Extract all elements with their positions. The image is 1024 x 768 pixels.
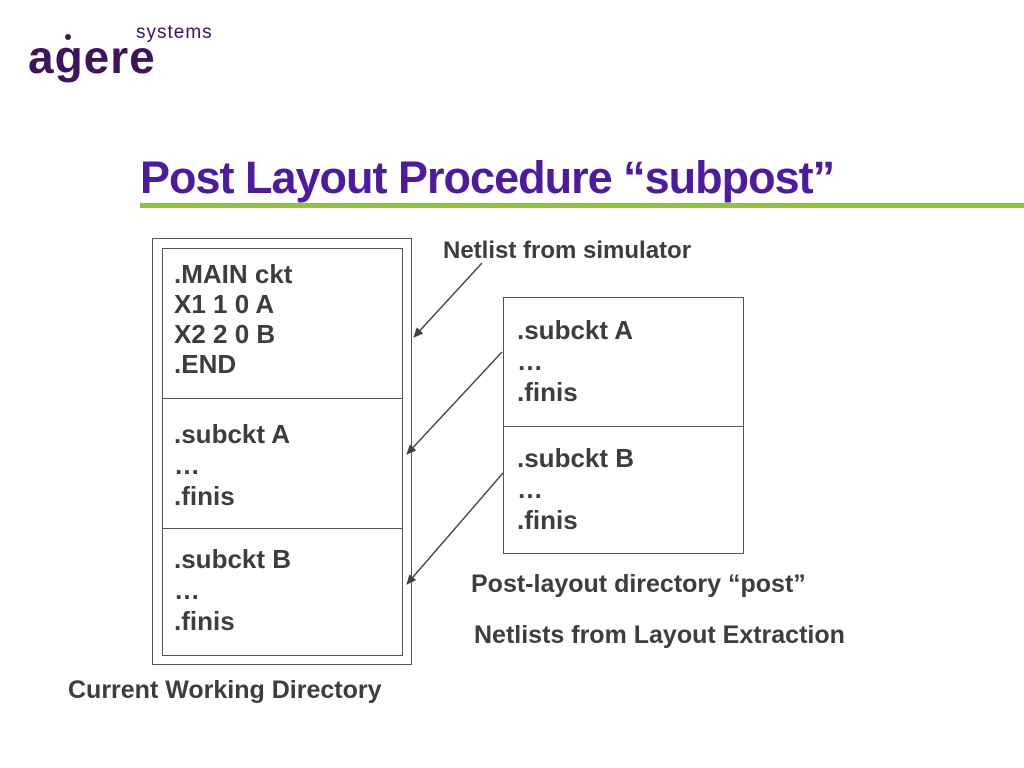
agere-systems-logo: agere systems [28, 18, 248, 128]
code-line: .finis [174, 481, 235, 511]
code-line: … [174, 575, 200, 605]
code-line: … [517, 474, 543, 504]
code-line: .finis [174, 606, 235, 636]
label-post-layout-directory: Post-layout directory “post” [471, 570, 806, 598]
logo-wordmark: agere [28, 31, 156, 83]
code-line: .MAIN ckt [174, 259, 293, 289]
main-circuit-section: .MAIN ckt X1 1 0 A X2 2 0 B .END [163, 249, 402, 399]
code-line: .finis [517, 505, 578, 535]
code-line: .finis [517, 377, 578, 407]
logo-g-dot-icon [65, 34, 71, 40]
arrow-subckt-a-to-left [406, 351, 503, 455]
code-line: .subckt A [174, 419, 291, 449]
code-line: .subckt B [517, 443, 635, 473]
code-line: .subckt B [174, 544, 292, 574]
subckt-a-section-left: .subckt A … .finis [163, 399, 402, 529]
subckt-b-section-left: .subckt B … .finis [163, 529, 402, 655]
code-line: … [517, 346, 543, 376]
title-underline [140, 203, 1024, 208]
logo-superscript: systems [136, 22, 213, 43]
arrow-subckt-b-to-left [406, 472, 504, 585]
arrow-simulator-to-main [413, 262, 483, 338]
code-line: … [174, 450, 200, 480]
code-line: X2 2 0 B [174, 319, 276, 349]
label-netlist-from-simulator: Netlist from simulator [443, 237, 692, 264]
subckt-b-section-right: .subckt B … .finis [504, 427, 743, 553]
label-netlists-from-layout-extraction: Netlists from Layout Extraction [474, 621, 845, 649]
subckt-a-section-right: .subckt A … .finis [504, 298, 743, 427]
code-line: .END [174, 349, 237, 379]
netlist-file-box: .MAIN ckt X1 1 0 A X2 2 0 B .END .subckt… [162, 248, 403, 656]
label-current-working-directory: Current Working Directory [68, 676, 382, 704]
slide-title: Post Layout Procedure “subpost” [140, 152, 835, 203]
post-layout-directory-box: .subckt A … .finis .subckt B … .finis [503, 297, 744, 554]
code-line: .subckt A [517, 315, 634, 345]
code-line: X1 1 0 A [174, 289, 275, 319]
